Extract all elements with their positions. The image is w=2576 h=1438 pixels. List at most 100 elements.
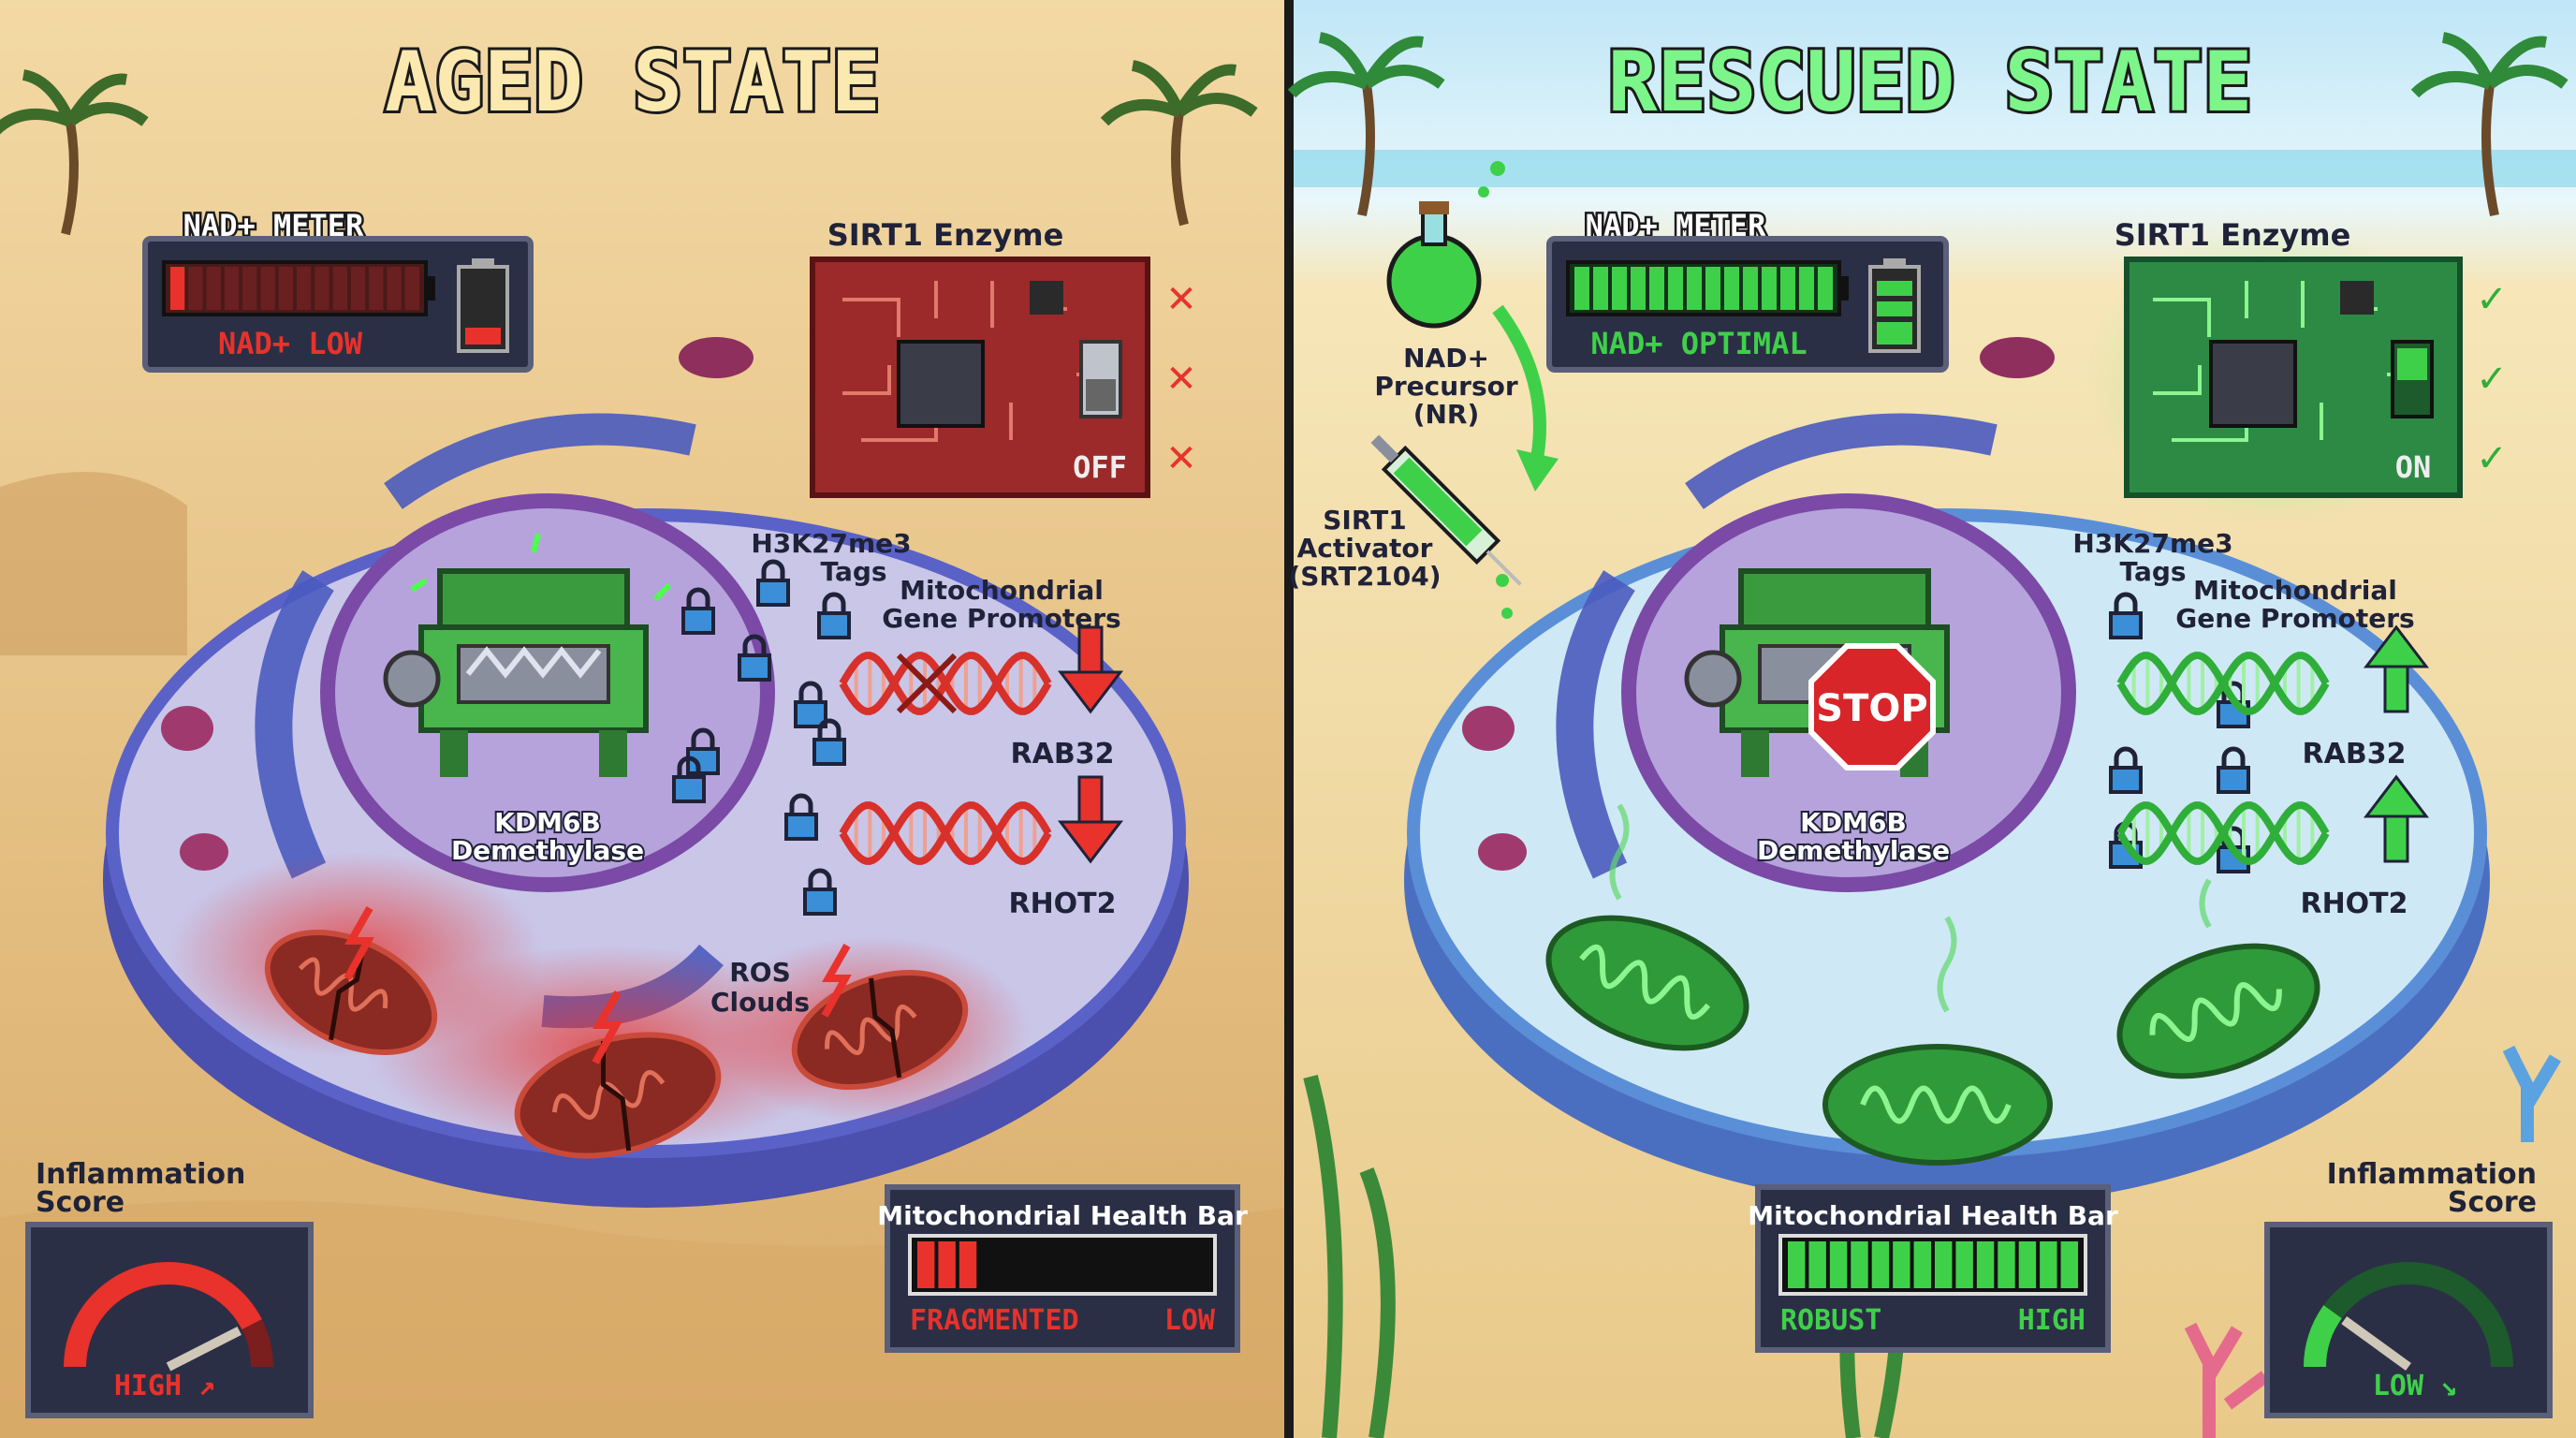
bar-segment bbox=[1829, 1241, 1848, 1288]
bar-segment bbox=[1105, 1241, 1124, 1288]
gene-rab32: RAB32 bbox=[1011, 738, 1115, 770]
gene-promoters-dna bbox=[2116, 624, 2430, 865]
check-mark-icon: ✓ bbox=[2476, 278, 2508, 321]
padlock-icon bbox=[812, 718, 846, 766]
inflammation-value: LOW ↘ bbox=[2373, 1370, 2457, 1402]
gauge-fill bbox=[2304, 1305, 2343, 1368]
bar-segment bbox=[1998, 1241, 2015, 1288]
bar-segment bbox=[1127, 1241, 1145, 1288]
kdm6b-label-2: Demethylase bbox=[451, 835, 644, 866]
bar-segment bbox=[206, 267, 221, 310]
bar-segment bbox=[278, 267, 293, 310]
gene-rhot2: RHOT2 bbox=[1008, 888, 1116, 920]
bar-segment bbox=[1022, 1241, 1040, 1288]
healthy-mitochondrion bbox=[2116, 943, 2320, 1079]
gene-rhot2: RHOT2 bbox=[2300, 888, 2408, 920]
mito-health-title: Mitochondrial Health Bar bbox=[877, 1200, 1248, 1231]
inflammation-title-2: Score bbox=[2448, 1186, 2537, 1219]
aged-title: AGED STATE bbox=[385, 34, 881, 130]
arrow-icon bbox=[1492, 304, 1546, 470]
stop-sign-icon: STOP bbox=[1808, 643, 1936, 770]
bar-segment bbox=[938, 1241, 956, 1288]
bar-segment bbox=[1976, 1241, 1995, 1288]
padlock-icon bbox=[784, 793, 818, 841]
nad-status: NAD+ OPTIMAL bbox=[1590, 326, 1807, 361]
padlock-icon bbox=[738, 634, 771, 682]
bar-segment bbox=[1649, 267, 1664, 310]
mito-health-title: Mitochondrial Health Bar bbox=[1748, 1200, 2118, 1231]
rescued-nad-meter: NAD+ METER NAD+ OPTIMAL bbox=[1546, 206, 1949, 373]
padlock-icon bbox=[803, 868, 837, 916]
aged-inflammation-gauge: Inflammation Score HIGH ↗ bbox=[25, 1158, 314, 1418]
bar-segment bbox=[2018, 1241, 2037, 1288]
h3k27-label-1: H3K27me3 bbox=[751, 528, 911, 559]
bar-segment bbox=[1893, 1241, 1910, 1288]
h3k27-label-2: Tags bbox=[2119, 556, 2186, 587]
padlock-icon bbox=[681, 587, 715, 635]
mito-health-left: FRAGMENTED bbox=[910, 1304, 1079, 1337]
bar-segment bbox=[1043, 1241, 1061, 1288]
dna-helix bbox=[2116, 652, 2330, 715]
lightning-icon bbox=[821, 944, 852, 1018]
bar-segment bbox=[1148, 1241, 1166, 1288]
dna-helix bbox=[839, 652, 1052, 715]
vesicle bbox=[180, 833, 228, 871]
bar-segment bbox=[1190, 1241, 1208, 1288]
kdm6b-label-1: KDM6B bbox=[494, 807, 601, 838]
bar-segment bbox=[1799, 267, 1814, 310]
mito-promoters-label-1: Mitochondrial bbox=[900, 575, 1104, 606]
bar-segment bbox=[387, 267, 402, 310]
kdm6b-label-2: Demethylase bbox=[1757, 835, 1950, 866]
bar-segment bbox=[369, 267, 384, 310]
seaweed bbox=[1303, 1074, 1906, 1438]
aged-mito-health-bar: Mitochondrial Health Bar FRAGMENTED LOW bbox=[877, 1184, 1248, 1353]
mito-promoters-label-2: Gene Promoters bbox=[2175, 603, 2414, 634]
activator-label-2: Activator bbox=[1297, 533, 1433, 564]
arrow-down-icon bbox=[1057, 775, 1124, 864]
arrow-up-icon bbox=[2363, 624, 2430, 713]
panel-divider bbox=[1284, 0, 1294, 1438]
dna-helix bbox=[839, 801, 1052, 865]
rescued-title: RESCUED STATE bbox=[1608, 34, 2253, 130]
h3k27-label-1: H3K27me3 bbox=[2072, 528, 2232, 559]
x-mark-icon: ✕ bbox=[1165, 437, 1197, 480]
sirt1-switch-label: OFF bbox=[1073, 449, 1127, 485]
x-mark-icon: ✕ bbox=[1165, 358, 1197, 401]
palm-tree-icon bbox=[1287, 32, 1445, 217]
precursor-label-1: NAD+ bbox=[1403, 343, 1489, 374]
arrow-up-icon bbox=[2363, 774, 2430, 863]
bar-segment bbox=[1687, 267, 1702, 310]
bar-segment bbox=[332, 267, 347, 310]
activator-label-3: (SRT2104) bbox=[1288, 561, 1441, 592]
bar-segment bbox=[1593, 267, 1608, 310]
inflammation-title-1: Inflammation bbox=[36, 1158, 245, 1191]
padlock-icon bbox=[672, 756, 706, 803]
sirt1-title: SIRT1 Enzyme bbox=[2115, 217, 2351, 253]
bar-segment bbox=[2060, 1241, 2078, 1288]
precursor-label-2: Precursor bbox=[1374, 371, 1518, 402]
vesicle bbox=[679, 337, 754, 378]
bar-segment bbox=[1762, 267, 1777, 310]
bar-segment bbox=[350, 267, 366, 310]
x-mark-icon: ✕ bbox=[1165, 278, 1197, 321]
rescued-sirt1-board: SIRT1 Enzyme ON ✓ ✓ ✓ bbox=[2087, 217, 2508, 524]
potion-flask-icon bbox=[1386, 161, 1505, 329]
bar-segment bbox=[315, 267, 329, 310]
h3k27-label-2: Tags bbox=[820, 556, 886, 587]
padlock-icon bbox=[2109, 746, 2143, 794]
bar-segment bbox=[224, 267, 240, 310]
healthy-mitochondrion bbox=[1545, 915, 1749, 1051]
bar-segment bbox=[1001, 1241, 1019, 1288]
bar-segment bbox=[260, 267, 275, 310]
bar-segment bbox=[1780, 267, 1795, 310]
padlock-icon bbox=[794, 681, 827, 728]
bar-segment bbox=[1788, 1241, 1806, 1288]
mito-promoters-label-1: Mitochondrial bbox=[2193, 575, 2397, 606]
gene-promoters-dna bbox=[839, 625, 1124, 865]
bar-segment bbox=[297, 267, 312, 310]
ros-label-1: ROS bbox=[729, 957, 791, 988]
padlock-icon bbox=[756, 559, 790, 607]
padlock-icon bbox=[2109, 592, 2143, 639]
check-mark-icon: ✓ bbox=[2476, 437, 2508, 480]
damaged-mitochondrion bbox=[791, 969, 969, 1091]
